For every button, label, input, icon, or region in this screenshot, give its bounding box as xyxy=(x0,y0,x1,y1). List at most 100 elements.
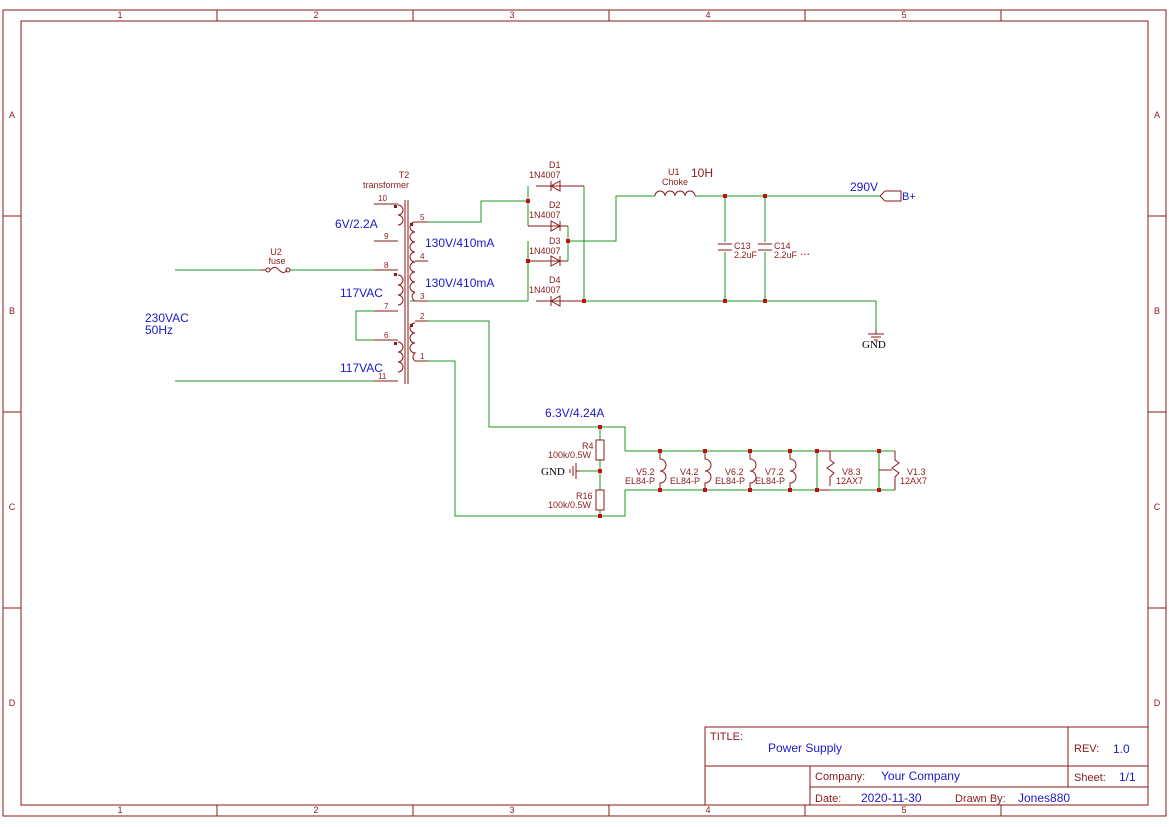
v8-value: 12AX7 xyxy=(836,476,863,486)
choke-u1[interactable]: U1 Choke 10H xyxy=(654,166,713,197)
u2-ref: U2 xyxy=(270,247,282,257)
title-label: TITLE: xyxy=(710,731,743,743)
d1-value: 1N4007 xyxy=(529,170,561,180)
coil-secondary-hv xyxy=(409,221,416,302)
t2-value: transformer xyxy=(363,180,409,190)
tube-heater-v1[interactable]: V1.3 12AX7 xyxy=(879,451,927,490)
r4-value: 100k/0.5W xyxy=(548,450,592,460)
pin-2: 2 xyxy=(420,312,425,321)
date-value: 2020-11-30 xyxy=(861,791,922,805)
frame-col-top-1: 1 xyxy=(117,10,122,20)
bplus-net-name: B+ xyxy=(902,191,916,203)
ground-symbol-main[interactable]: GND xyxy=(862,330,886,351)
resistor-r4[interactable]: R4 100k/0.5W xyxy=(548,439,605,461)
frame-col-top-5: 5 xyxy=(901,10,906,20)
date-label: Date: xyxy=(815,793,841,805)
v4-value: EL84-P xyxy=(670,476,700,486)
fuse-u2[interactable]: U2 fuse xyxy=(260,247,291,273)
c13-value: 2.2uF xyxy=(734,250,758,260)
title-value: Power Supply xyxy=(768,741,842,755)
diode-d1[interactable]: D1 1N4007 xyxy=(529,160,584,192)
company-value: Your Company xyxy=(881,769,960,783)
u1-ref: U1 xyxy=(668,167,680,177)
u1-rating: 10H xyxy=(691,166,713,180)
mains-frequency-label: 50Hz xyxy=(145,323,173,337)
r16-ref: R16 xyxy=(576,491,593,501)
frame-col-bottom-3: 3 xyxy=(509,805,514,815)
pin-11: 11 xyxy=(378,372,387,381)
v1-value: 12AX7 xyxy=(900,476,927,486)
hv-winding-2-label: 130V/410mA xyxy=(425,276,494,290)
tube-heater-v7[interactable]: V7.2 EL84-P xyxy=(755,451,797,490)
d2-ref: D2 xyxy=(549,200,561,210)
diode-d4[interactable]: D4 1N4007 xyxy=(529,275,584,307)
tube-heater-v4[interactable]: V4.2 EL84-P xyxy=(670,451,712,490)
coil-primary-2 xyxy=(397,341,404,373)
ground-symbol-heater[interactable]: GND xyxy=(541,463,580,479)
title-block: TITLE: Power Supply REV: 1.0 Company: Yo… xyxy=(704,726,1149,806)
d2-value: 1N4007 xyxy=(529,210,561,220)
tube-heater-v6[interactable]: V6.2 EL84-P xyxy=(715,451,757,490)
capacitor-c13[interactable]: C13 2.2uF xyxy=(718,241,758,260)
coil-primary-1 xyxy=(397,274,404,306)
v6-ref: V6.2 xyxy=(725,467,744,477)
frame-row-right-b: B xyxy=(1154,306,1160,316)
capacitor-c14[interactable]: C14 2.2uF ... xyxy=(758,241,810,260)
t2-ref: T2 xyxy=(399,170,410,180)
coil-heater xyxy=(409,322,417,362)
frame-col-bottom-5: 5 xyxy=(901,805,906,815)
tube-heater-v8[interactable]: V8.3 12AX7 xyxy=(817,450,863,491)
d1-ref: D1 xyxy=(549,160,561,170)
v7-ref: V7.2 xyxy=(765,467,784,477)
tube-heater-v5[interactable]: V5.2 EL84-P xyxy=(625,451,667,490)
frame-col-top-4: 4 xyxy=(705,10,710,20)
diode-d2[interactable]: D2 1N4007 xyxy=(528,200,568,232)
u2-value: fuse xyxy=(268,256,285,266)
frame-row-left-c: C xyxy=(9,502,16,512)
frame-col-top-3: 3 xyxy=(509,10,514,20)
primary-2-label: 117VAC xyxy=(340,361,383,375)
gnd-main-label: GND xyxy=(862,339,886,351)
transformer-t2[interactable]: T2 transformer 10 9 8 7 6 11 5 4 3 2 1 xyxy=(363,170,428,384)
frame-col-top-2: 2 xyxy=(313,10,318,20)
bplus-voltage: 290V xyxy=(850,180,878,194)
pin-8: 8 xyxy=(384,261,389,270)
c14-value: 2.2uF xyxy=(774,250,798,260)
frame-row-left-b: B xyxy=(9,306,15,316)
primary-1-label: 117VAC xyxy=(340,286,383,300)
d3-value: 1N4007 xyxy=(529,246,561,256)
pin-1: 1 xyxy=(420,352,425,361)
resistor-r16[interactable]: R16 100k/0.5W xyxy=(548,489,605,511)
sheet-value: 1/1 xyxy=(1119,770,1136,784)
d4-value: 1N4007 xyxy=(529,285,561,295)
pin-3: 3 xyxy=(420,292,425,301)
pin-4: 4 xyxy=(420,252,425,261)
v5-value: EL84-P xyxy=(625,476,655,486)
c13-ref: C13 xyxy=(734,241,751,251)
mains-voltage-label: 230VAC xyxy=(145,311,189,325)
frame-row-right-c: C xyxy=(1154,502,1161,512)
drawn-by-label: Drawn By: xyxy=(955,793,1006,805)
v8-ref: V8.3 xyxy=(842,467,861,477)
diode-d3[interactable]: D3 1N4007 xyxy=(528,236,568,267)
heater-supply-label: 6.3V/4.24A xyxy=(545,406,604,420)
drawn-by-value: Jones880 xyxy=(1018,791,1070,805)
sheet-label: Sheet: xyxy=(1074,772,1106,784)
c14-ref: C14 xyxy=(774,241,791,251)
frame-row-left-a: A xyxy=(9,110,15,120)
v1-ref: V1.3 xyxy=(907,467,926,477)
pin-10: 10 xyxy=(378,194,387,203)
v7-value: EL84-P xyxy=(755,476,785,486)
frame-row-dividers xyxy=(3,215,1166,609)
pin-6: 6 xyxy=(384,331,389,340)
bplus-net-port[interactable]: 290V B+ xyxy=(850,180,916,203)
pin-9: 9 xyxy=(384,232,389,241)
pin-7: 7 xyxy=(384,302,389,311)
frame-row-right-a: A xyxy=(1154,110,1160,120)
junctions xyxy=(526,194,881,518)
v5-ref: V5.2 xyxy=(636,467,655,477)
v4-ref: V4.2 xyxy=(680,467,699,477)
r4-ref: R4 xyxy=(582,441,594,451)
rev-label: REV: xyxy=(1074,743,1099,755)
